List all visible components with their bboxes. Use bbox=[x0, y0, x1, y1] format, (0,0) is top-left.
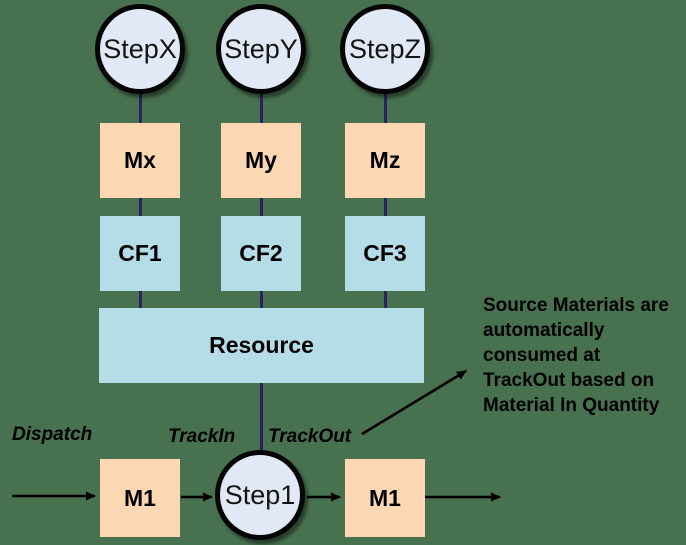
connector-cf1-resource bbox=[139, 291, 142, 309]
connector-my-cf2 bbox=[260, 198, 263, 217]
connector-mz-cf3 bbox=[384, 198, 387, 217]
material-out-box: M1 bbox=[345, 459, 425, 537]
connector-stepz-mz bbox=[384, 93, 387, 124]
material-in-label: M1 bbox=[124, 484, 156, 511]
step-circle-stepy: StepY bbox=[216, 4, 306, 94]
connector-cf2-resource bbox=[260, 291, 263, 309]
resource-box: Resource bbox=[99, 308, 424, 383]
connector-cf3-resource bbox=[384, 291, 387, 309]
connector-stepy-my bbox=[260, 93, 263, 124]
carrier-box-label: CF2 bbox=[239, 240, 283, 266]
resource-box-label: Resource bbox=[209, 332, 314, 358]
step-circle-label: StepX bbox=[103, 33, 177, 64]
step-circle-step1: Step1 bbox=[215, 450, 305, 540]
material-box-my: My bbox=[221, 123, 301, 198]
material-in-box: M1 bbox=[100, 459, 180, 537]
carrier-box-label: CF3 bbox=[363, 240, 407, 266]
material-out-label: M1 bbox=[369, 484, 401, 511]
material-box-label: My bbox=[245, 147, 277, 173]
trackout-label: TrackOut bbox=[268, 426, 352, 447]
carrier-box-label: CF1 bbox=[118, 240, 162, 266]
connector-resource-step1 bbox=[260, 383, 263, 453]
material-box-label: Mx bbox=[124, 147, 156, 173]
annotation-text: Source Materials are automatically consu… bbox=[483, 295, 669, 416]
step-circle-label: StepY bbox=[224, 33, 298, 64]
dispatch-label: Dispatch bbox=[12, 424, 93, 445]
step-circle-stepz: StepZ bbox=[340, 4, 430, 94]
material-box-label: Mz bbox=[369, 147, 401, 173]
step-circle-label: Step1 bbox=[224, 479, 296, 510]
carrier-box-cf1: CF1 bbox=[100, 216, 180, 291]
trackin-label: TrackIn bbox=[168, 426, 236, 447]
material-box-mz: Mz bbox=[345, 123, 425, 198]
carrier-box-cf2: CF2 bbox=[221, 216, 301, 291]
carrier-box-cf3: CF3 bbox=[345, 216, 425, 291]
connector-mx-cf1 bbox=[139, 198, 142, 217]
step-circle-label: StepZ bbox=[348, 33, 422, 64]
connector-stepx-mx bbox=[139, 93, 142, 124]
material-box-mx: Mx bbox=[100, 123, 180, 198]
step-circle-stepx: StepX bbox=[95, 4, 185, 94]
